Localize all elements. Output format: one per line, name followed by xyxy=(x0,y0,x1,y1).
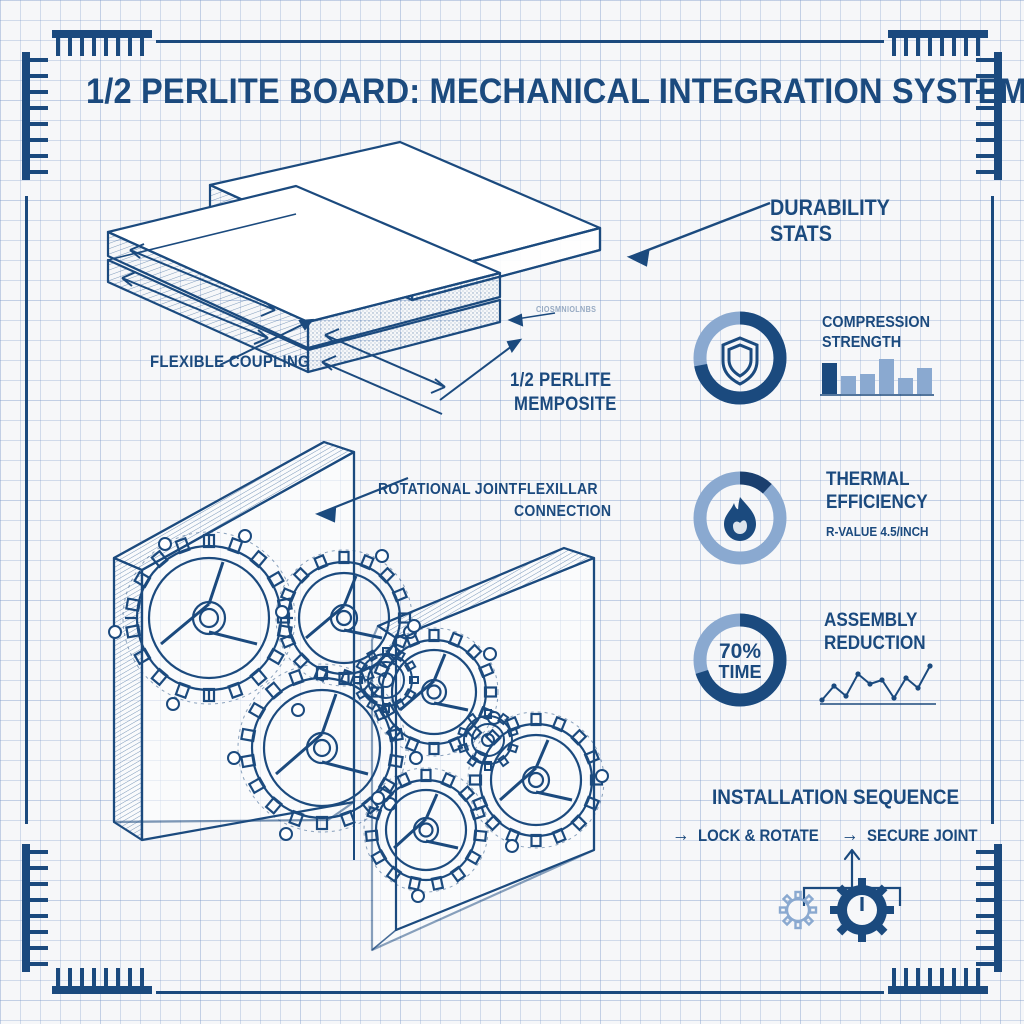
page-title: 1/2 PERLITE BOARD: MECHANICAL INTEGRATIO… xyxy=(86,72,1024,111)
compression-title-line1: COMPRESSION xyxy=(822,314,931,331)
assembly-text-block: ASSEMBLY REDUCTION xyxy=(824,610,937,655)
stats-panel-heading: DURABILITY STATS xyxy=(770,195,903,247)
thermal-title-line2: EFFICIENCY xyxy=(826,491,928,513)
gear-train xyxy=(108,529,609,903)
thermal-title-line1: THERMAL xyxy=(826,469,910,490)
sequence-gear-icon-large xyxy=(830,878,894,942)
step-2-label[interactable]: SECURE JOINT xyxy=(867,825,978,845)
assembly-title-line1: ASSEMBLY xyxy=(824,610,918,631)
gear-7-idler xyxy=(353,647,419,713)
label-flexillar-connection: FLEXILLAR CONNECTION xyxy=(514,481,629,520)
installation-sequence-heading: INSTALLATION SEQUENCE xyxy=(712,786,960,809)
label-perlite-composite: 1/2 PERLITE MEMPOSITE xyxy=(510,370,627,416)
line-series xyxy=(821,665,931,701)
stat-item-compression[interactable] xyxy=(688,306,792,410)
stat-item-thermal[interactable] xyxy=(688,466,792,570)
gear-8-idler xyxy=(457,709,519,771)
gear-2 xyxy=(275,549,417,687)
assembly-title-line2: REDUCTION xyxy=(824,632,926,654)
motion-arrows xyxy=(121,243,446,415)
thermal-donut-chart xyxy=(693,471,787,565)
shield-icon xyxy=(721,336,759,386)
thermal-text-block: THERMAL EFFICIENCY R-VALUE 4.5/INCH xyxy=(826,469,940,539)
gear-leader-arrow xyxy=(315,476,409,523)
label-flexible-coupling: FLEXIBLE COUPLING xyxy=(150,352,310,371)
step-2-arrow: → xyxy=(841,824,859,846)
assembly-center-label: TIME xyxy=(719,662,762,682)
thermal-subtitle: R-VALUE 4.5/INCH xyxy=(826,523,929,539)
gear-assembly-diagram xyxy=(108,440,609,952)
gear-4 xyxy=(227,663,407,841)
label-perlite-line1: 1/2 PERLITE xyxy=(510,370,612,391)
label-perlite-line2: MEMPOSITE xyxy=(514,394,617,416)
assembly-line-chart xyxy=(819,663,936,705)
bars xyxy=(822,359,932,394)
gear-5 xyxy=(363,767,489,903)
label-flexillar-line1: FLEXILLAR xyxy=(518,481,598,498)
assembly-donut-chart: 70% TIME xyxy=(693,613,787,707)
line-markers xyxy=(819,663,933,703)
frame-rule-top xyxy=(156,40,884,43)
panel-right xyxy=(370,546,596,952)
compression-donut-chart xyxy=(693,311,787,405)
step-1-label[interactable]: LOCK & ROTATE xyxy=(698,825,819,845)
step-1-arrow: → xyxy=(672,824,690,846)
label-rotational-joint: ROTATIONAL JOINT xyxy=(378,481,518,498)
assembly-center-value: 70% xyxy=(719,640,761,663)
label-ghost-callout: CIOSMNIOLNBS xyxy=(536,305,597,314)
compression-text-block: COMPRESSION STRENGTH xyxy=(822,314,942,351)
frame-rule-right xyxy=(991,196,994,824)
durability-leader-arrow xyxy=(626,201,771,267)
sequence-gear-icon-small xyxy=(778,890,818,930)
stats-heading-line2: STATS xyxy=(770,221,832,247)
compression-bar-chart xyxy=(820,359,934,396)
flame-icon xyxy=(724,497,756,541)
stat-item-assembly[interactable]: 70% TIME xyxy=(688,608,792,712)
frame-rule-left xyxy=(25,196,28,824)
board-leader-lines xyxy=(219,312,556,401)
compression-title-line2: STRENGTH xyxy=(822,333,902,351)
stats-heading-line1: DURABILITY xyxy=(770,195,890,220)
installation-steps: → LOCK & ROTATE → SECURE JOINT xyxy=(672,824,993,847)
frame-rule-bottom xyxy=(156,991,884,994)
label-flexillar-line2: CONNECTION xyxy=(514,502,612,520)
board-isometric-diagram xyxy=(106,140,602,415)
